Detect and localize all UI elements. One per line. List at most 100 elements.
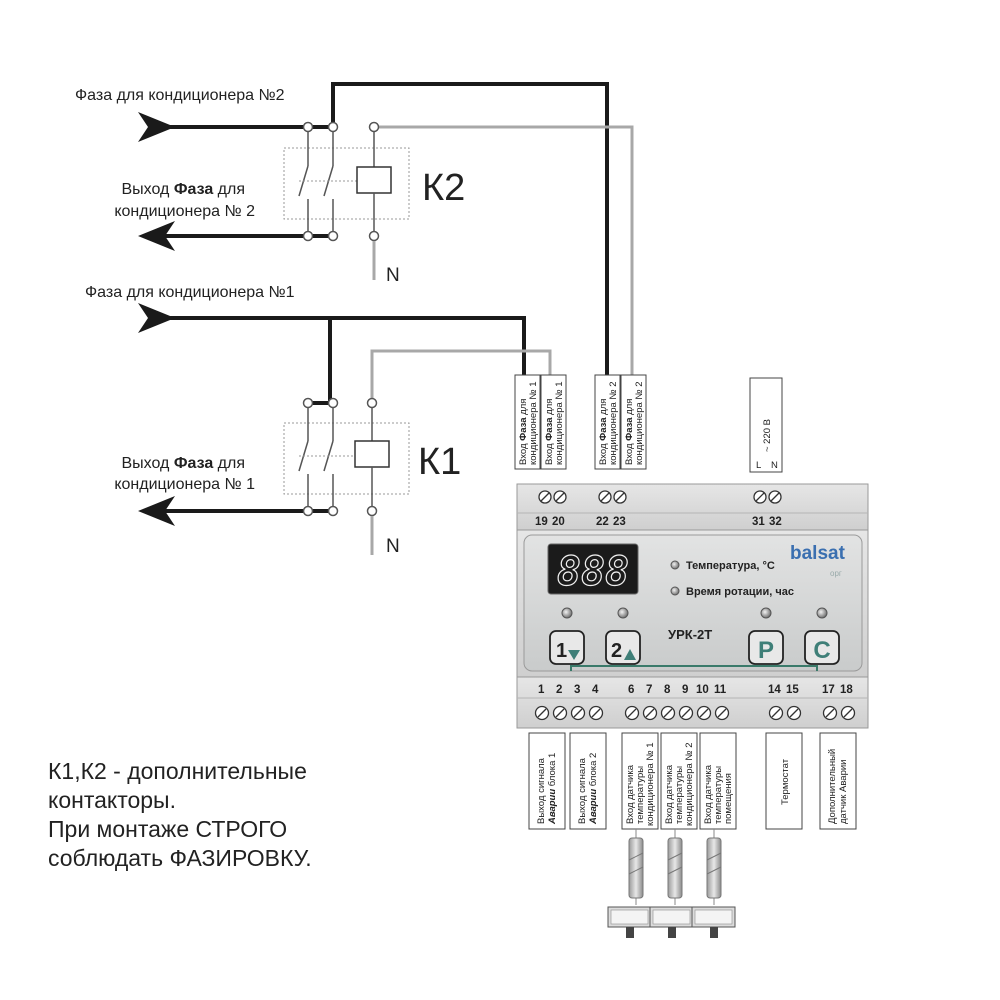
model-label: УРК-2Т [668, 627, 712, 642]
label-phase-ac2: Фаза для кондиционера №2 [75, 87, 285, 104]
svg-text:кондиционера № 1: кондиционера № 1 [528, 381, 539, 465]
svg-text:1: 1 [538, 684, 545, 696]
svg-text:2: 2 [556, 684, 562, 696]
top-screws [538, 490, 782, 504]
button-2-up[interactable]: 2 [605, 630, 641, 665]
bottom-screws [534, 705, 856, 721]
button-group-line [570, 665, 818, 671]
terminal-label-temp-ac1: Вход датчика температуры кондиционера № … [621, 732, 659, 830]
terminal-label-in-ac2: Вход Фаза для кондиционера № 2 Вход Фаза… [594, 374, 647, 470]
terminal-label-temp-ac2: Вход датчика температуры кондиционера № … [660, 732, 698, 830]
svg-text:2: 2 [611, 640, 622, 662]
svg-text:кондиционера № 2: кондиционера № 2 [634, 381, 645, 465]
brand-logo: balsat [790, 543, 846, 564]
arrow-in-k1 [138, 303, 175, 333]
note-line-3: При монтаже СТРОГО [48, 816, 288, 842]
terminal-label-temp-room: Вход датчика температуры помещения [699, 732, 737, 830]
svg-text:датчик Аварии: датчик Аварии [838, 760, 849, 824]
label-k2: К2 [422, 167, 465, 209]
svg-text:Выход сигнала: Выход сигнала [536, 757, 547, 824]
k2-phase-wire [148, 82, 609, 375]
terminal-label-extra-alarm: Дополнительный датчик Аварии [819, 732, 857, 830]
svg-text:17: 17 [822, 684, 835, 696]
svg-text:7: 7 [646, 684, 652, 696]
k1-phase-drop [308, 318, 332, 405]
label-output-phase-ac2: Выход Фаза для [122, 181, 246, 198]
svg-text:кондиционера № 2: кондиционера № 2 [684, 742, 695, 826]
terminal-label-alarm1: Выход сигнала Аварии блока 1 [528, 732, 566, 830]
brand-sub: орг [830, 569, 842, 578]
terminal-label-power: ~ 220 В L N [749, 377, 783, 473]
arrow-out-k2 [138, 221, 175, 251]
k1-control-wire [370, 349, 552, 403]
svg-text:Вход Фаза для: Вход Фаза для [624, 399, 635, 465]
note-line-4: соблюдать ФАЗИРОВКУ. [48, 845, 312, 871]
sensor-cable-ac1 [628, 829, 644, 905]
svg-text:Аварии блока 2: Аварии блока 2 [588, 753, 599, 825]
svg-text:15: 15 [786, 684, 799, 696]
temperature-indicator-led [670, 560, 680, 570]
svg-text:31: 31 [752, 516, 765, 528]
terminal-label-thermostat: Термостат [765, 732, 803, 830]
svg-text:20: 20 [552, 516, 565, 528]
svg-text:11: 11 [714, 684, 727, 696]
sensor-cable-room [706, 829, 722, 905]
svg-text:~ 220 В: ~ 220 В [762, 419, 773, 452]
svg-text:22: 22 [596, 516, 609, 528]
svg-text:Термостат: Термостат [780, 758, 791, 805]
svg-text:19: 19 [535, 516, 548, 528]
arrow-out-k1 [138, 496, 175, 526]
svg-text:кондиционера № 1: кондиционера № 1 [554, 381, 565, 465]
svg-text:температуры: температуры [713, 766, 724, 824]
button-p[interactable]: P [748, 630, 784, 665]
svg-text:Вход Фаза для: Вход Фаза для [598, 399, 609, 465]
svg-text:6: 6 [628, 684, 634, 696]
svg-text:1: 1 [556, 640, 567, 662]
label-output-ac1-line2: кондиционера № 1 [114, 476, 255, 493]
arrow-in-k2 [138, 112, 175, 142]
svg-text:10: 10 [696, 684, 709, 696]
svg-text:C: C [813, 637, 830, 664]
installation-note: К1,К2 - дополнительные контакторы. При м… [48, 757, 312, 873]
svg-text:23: 23 [613, 516, 626, 528]
label-n-top: N [386, 265, 400, 286]
label-k1: К1 [418, 441, 461, 483]
sensor-cable-ac2 [667, 829, 683, 905]
svg-text:кондиционера № 2: кондиционера № 2 [608, 381, 619, 465]
arrow-up-icon [624, 649, 636, 660]
terminal-label-alarm2: Выход сигнала Аварии блока 2 [569, 732, 607, 830]
svg-text:помещения: помещения [723, 773, 734, 824]
svg-text:4: 4 [592, 684, 599, 696]
svg-text:Вход датчика: Вход датчика [664, 764, 675, 824]
contactor-k2 [283, 121, 410, 280]
svg-text:N: N [771, 460, 778, 471]
label-output-ac2-line2: кондиционера № 2 [114, 203, 255, 220]
rotation-indicator-label: Время ротации, час [686, 586, 794, 598]
led-display [547, 543, 639, 595]
svg-text:Вход Фаза для: Вход Фаза для [518, 399, 529, 465]
button-1-down[interactable]: 1 [549, 630, 585, 665]
svg-text:32: 32 [769, 516, 782, 528]
svg-text:9: 9 [682, 684, 688, 696]
svg-text:температуры: температуры [635, 766, 646, 824]
contactor-k1 [283, 397, 410, 555]
label-output-phase-ac1: Выход Фаза для [122, 455, 246, 472]
label-n-bottom: N [386, 536, 400, 557]
svg-text:Выход сигнала: Выход сигнала [577, 757, 588, 824]
svg-text:кондиционера № 1: кондиционера № 1 [645, 742, 656, 826]
display-value: 888 [557, 549, 629, 595]
note-line-1: К1,К2 - дополнительные [48, 758, 307, 784]
svg-text:Вход датчика: Вход датчика [625, 764, 636, 824]
svg-text:Аварии блока 1: Аварии блока 1 [547, 753, 558, 825]
button-c[interactable]: C [804, 630, 840, 665]
temperature-indicator-label: Температура, °С [686, 560, 775, 572]
svg-text:Дополнительный: Дополнительный [827, 749, 838, 824]
arrow-down-icon [568, 650, 580, 660]
rotation-indicator-led [670, 586, 680, 596]
temperature-sensors [607, 906, 736, 938]
controller-urk2t: 19 20 22 23 31 32 888 Температура, °С Вр… [516, 483, 869, 729]
label-phase-ac1: Фаза для кондиционера №1 [85, 284, 295, 301]
svg-text:18: 18 [840, 684, 853, 696]
svg-text:3: 3 [574, 684, 580, 696]
